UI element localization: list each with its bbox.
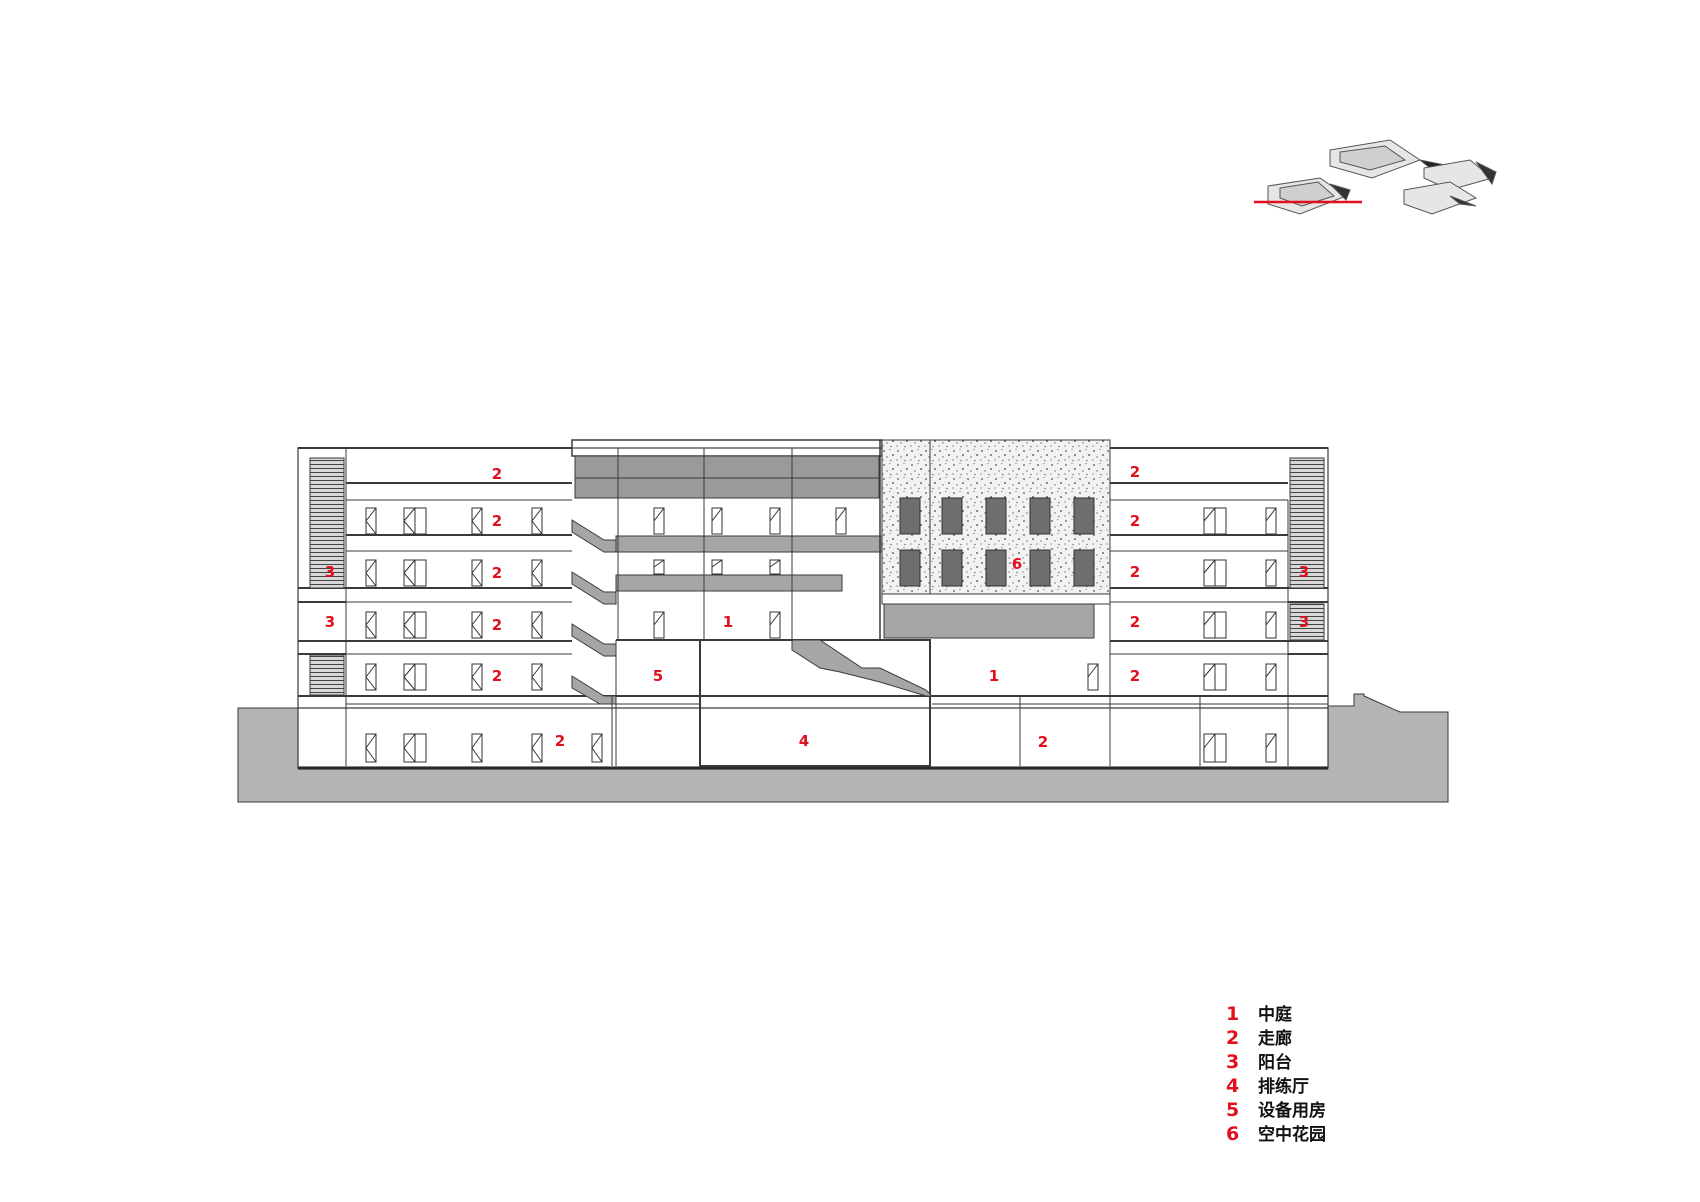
rehearsal-hall (615, 639, 931, 767)
section-label: 1 (989, 667, 999, 685)
section-label: 2 (1130, 463, 1140, 481)
legend-text: 空中花园 (1258, 1125, 1326, 1145)
legend-number: 1 (1226, 1003, 1240, 1025)
sky-garden-windows (899, 497, 1095, 587)
legend-item: 2 走廊 (1226, 1026, 1326, 1050)
section-label: 2 (1130, 512, 1140, 530)
section-label: 2 (555, 732, 565, 750)
legend-text: 设备用房 (1258, 1101, 1326, 1121)
legend-item: 4 排练厅 (1226, 1074, 1326, 1098)
section-label: 2 (492, 512, 502, 530)
lower-right-rooms (929, 448, 1289, 766)
section-label: 2 (492, 564, 502, 582)
left-stair-core-lower (309, 654, 345, 696)
section-label: 3 (325, 613, 335, 631)
central-upper-block (571, 439, 883, 640)
section-label: 2 (492, 616, 502, 634)
section-label: 2 (1130, 613, 1140, 631)
legend-item: 5 设备用房 (1226, 1098, 1326, 1122)
legend-text: 阳台 (1258, 1053, 1292, 1073)
legend-number: 6 (1226, 1123, 1240, 1145)
legend-number: 3 (1226, 1051, 1240, 1073)
legend-text: 中庭 (1258, 1005, 1292, 1025)
legend-text: 走廊 (1258, 1029, 1292, 1049)
central-stair (571, 519, 617, 705)
section-label: 3 (1299, 613, 1309, 631)
doors-central (653, 507, 847, 639)
atrium-stand (791, 601, 1095, 697)
left-stair-core (309, 457, 345, 589)
legend: 1 中庭 2 走廊 3 阳台 4 排练厅 5 设备用房 6 空中花园 (1226, 1002, 1326, 1146)
legend-text: 排练厅 (1258, 1077, 1309, 1097)
section-label: 3 (1299, 563, 1309, 581)
section-label: 2 (1130, 563, 1140, 581)
sky-garden-floor (881, 593, 1111, 605)
legend-item: 1 中庭 (1226, 1002, 1326, 1026)
section-label-layer: 2 2 2 2 2 2 2 2 2 2 2 2 3 3 3 3 1 1 4 5 6 (325, 463, 1309, 751)
section-label: 3 (325, 563, 335, 581)
lower-left-rooms (345, 448, 701, 766)
section-label: 1 (723, 613, 733, 631)
right-stair-core-lower (1289, 603, 1325, 641)
balcony-edges (298, 601, 1328, 655)
doors-left-wing (365, 507, 603, 763)
section-label: 5 (653, 667, 663, 685)
section-label: 2 (492, 465, 502, 483)
section-label: 2 (1038, 733, 1048, 751)
key-plan-thumbnail (1267, 139, 1497, 215)
legend-number: 2 (1226, 1027, 1240, 1049)
doors-right-wing (1087, 507, 1277, 763)
legend-item: 6 空中花园 (1226, 1122, 1326, 1146)
legend-number: 4 (1226, 1075, 1240, 1097)
section-label: 6 (1012, 555, 1022, 573)
right-stair-core (1289, 457, 1325, 589)
legend-item: 3 阳台 (1226, 1050, 1326, 1074)
section-label: 2 (1130, 667, 1140, 685)
legend-number: 5 (1226, 1099, 1240, 1121)
section-label: 4 (799, 732, 809, 750)
section-label: 2 (492, 667, 502, 685)
